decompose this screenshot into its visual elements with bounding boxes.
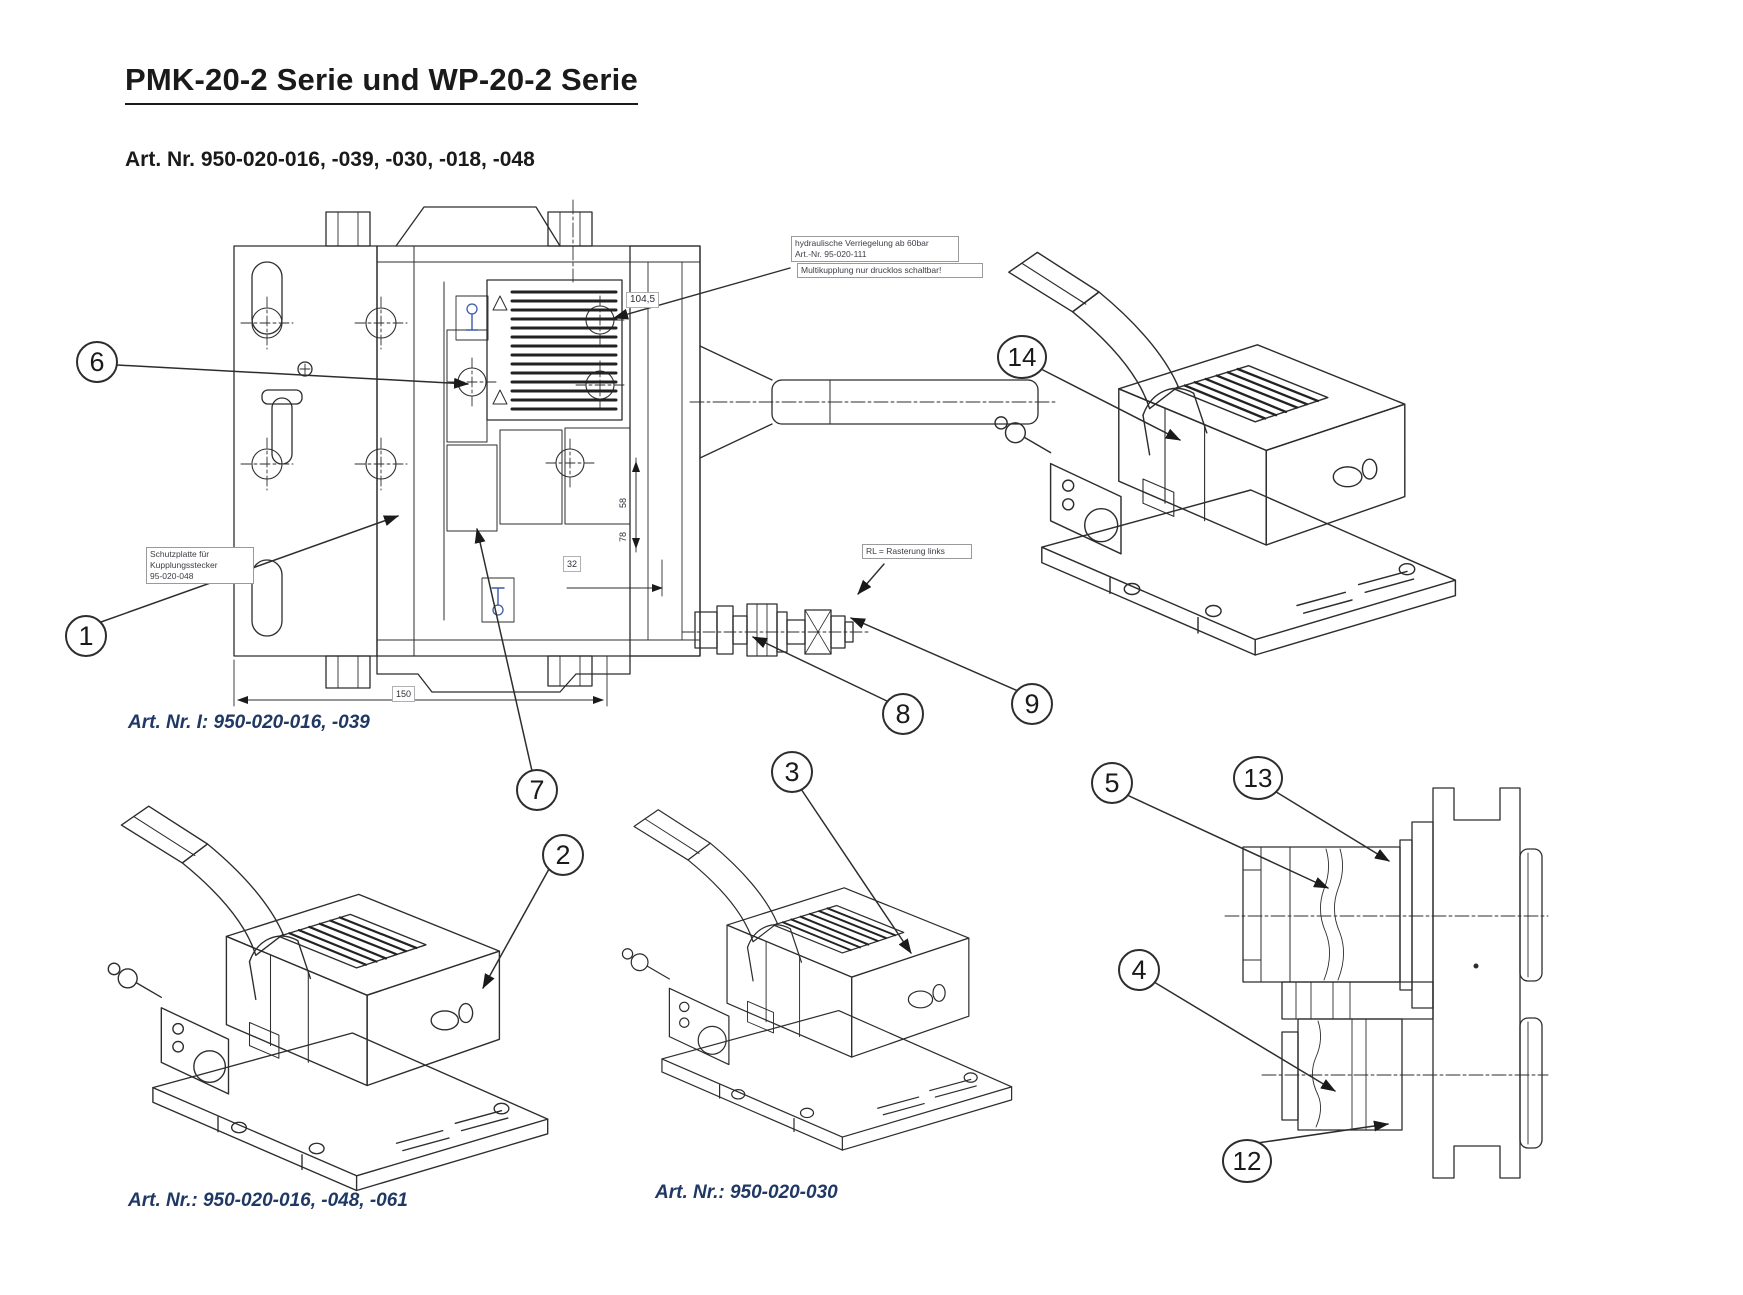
protection-note-line2: Kupplungsstecker <box>150 560 218 570</box>
plug-side-view <box>1224 787 1549 1179</box>
svg-text:3: 3 <box>784 757 799 787</box>
pin-lock-icon <box>455 295 489 341</box>
coupler-body <box>325 199 701 693</box>
callout-12: 12 <box>1222 1120 1389 1183</box>
svg-text:13: 13 <box>1244 763 1273 793</box>
svg-text:1: 1 <box>78 621 93 651</box>
protection-plate-note-box: Schutzplatte für Kupplungsstecker 95-020… <box>146 547 254 584</box>
hydraulic-warning-box: Multikupplung nur drucklos schaltbar! <box>797 263 983 278</box>
iso-view-bottom-middle <box>621 808 1013 1152</box>
svg-text:9: 9 <box>1024 689 1039 719</box>
detent-note-leader <box>857 563 885 595</box>
callout-3: 3 <box>771 751 912 954</box>
hydraulic-note-leader <box>613 267 791 320</box>
page-subtitle: Art. Nr. 950-020-016, -039, -030, -018, … <box>125 148 535 171</box>
iso-view-top-right <box>993 251 1457 657</box>
svg-text:7: 7 <box>529 775 544 805</box>
callout-2: 2 <box>482 834 584 989</box>
dim-outer-height: 78 <box>618 532 628 542</box>
callout-5: 5 <box>1091 762 1329 889</box>
caption-iso-left: Art. Nr.: 950-020-016, -048, -061 <box>128 1190 408 1211</box>
protection-note-line1: Schutzplatte für <box>150 549 210 559</box>
svg-text:12: 12 <box>1233 1146 1262 1176</box>
dim-top-width: 104,5 <box>626 292 660 308</box>
hydraulic-note-line3: Multikupplung nur drucklos schaltbar! <box>801 265 942 275</box>
callout-6: 6 <box>76 341 469 389</box>
caption-iso-middle: Art. Nr.: 950-020-030 <box>655 1182 838 1203</box>
dimension-lines: 58 78 <box>233 457 663 707</box>
pin-unlock-icon <box>481 577 515 623</box>
main-orthographic-view: 58 78 <box>233 199 1059 707</box>
dim-base-width: 150 <box>392 686 416 702</box>
caption-main-view: Art. Nr. I: 950-020-016, -039 <box>128 712 370 733</box>
svg-text:2: 2 <box>555 840 570 870</box>
dim-inner-height: 58 <box>618 498 628 508</box>
callout-4: 4 <box>1118 949 1336 1092</box>
callout-8: 8 <box>752 636 924 735</box>
svg-text:6: 6 <box>89 347 104 377</box>
callout-1: 1 <box>65 515 399 657</box>
detent-note-box: RL = Rasterung links <box>862 544 972 559</box>
warning-label-plate <box>486 279 623 421</box>
callouts: 1 2 3 4 5 <box>65 335 1390 1183</box>
callout-13: 13 <box>1233 756 1390 862</box>
mounting-plate <box>233 245 378 657</box>
callout-9: 9 <box>850 617 1053 725</box>
svg-text:4: 4 <box>1131 955 1146 985</box>
svg-text:8: 8 <box>895 699 910 729</box>
iso-view-bottom-left <box>107 805 549 1192</box>
flange-profile <box>1432 787 1521 1179</box>
dim-port-offset: 32 <box>563 556 582 572</box>
hydraulic-note-box: hydraulische Verriegelung ab 60bar Art.-… <box>791 236 959 262</box>
hydraulic-note-line2: Art.-Nr. 95-020-111 <box>795 249 867 259</box>
svg-text:5: 5 <box>1104 768 1119 798</box>
bolt-holes <box>240 295 625 491</box>
page-title: PMK-20-2 Serie und WP-20-2 Serie <box>125 62 638 105</box>
callout-14: 14 <box>997 335 1181 441</box>
callout-7: 7 <box>474 528 558 811</box>
operating-handle <box>689 345 1059 459</box>
hydraulic-note-line1: hydraulische Verriegelung ab 60bar <box>795 238 929 248</box>
protection-note-line3: 95-020-048 <box>150 571 194 581</box>
note-leaders <box>613 267 885 595</box>
svg-text:14: 14 <box>1008 342 1037 372</box>
detent-note-text: RL = Rasterung links <box>866 546 945 556</box>
